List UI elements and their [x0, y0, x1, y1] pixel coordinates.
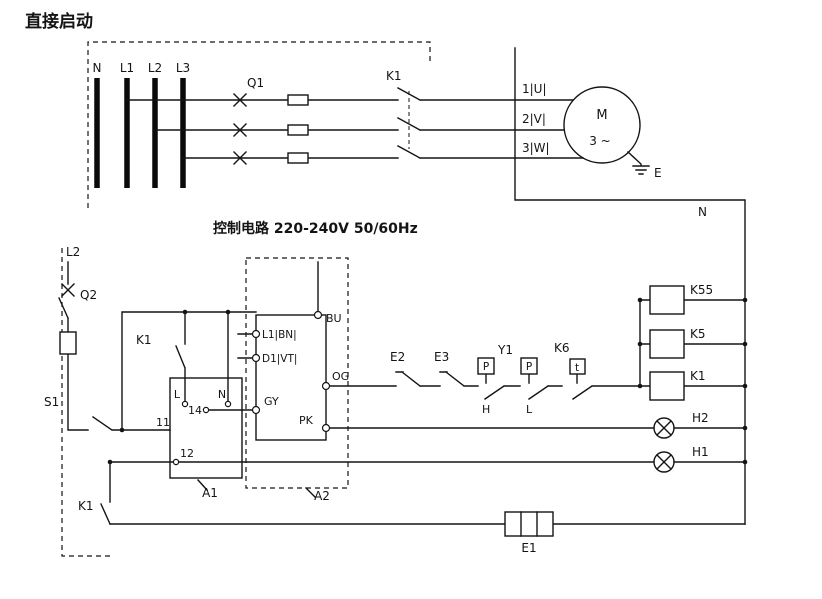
enclosure-a2-dashed: [245, 257, 349, 489]
label-e2: E2: [390, 350, 405, 364]
supply-branch-wires: [58, 261, 171, 431]
label-l-level: L: [526, 403, 533, 416]
label-terminal-w: 3|W|: [522, 141, 550, 155]
label-terminal-v: 2|V|: [522, 112, 546, 126]
terminal-gy: [251, 405, 261, 415]
terminal-12: [172, 458, 180, 466]
a1-terminals: [172, 400, 232, 466]
relay-coil-k55: [649, 285, 685, 315]
control-heading: 控制电路 220-240V 50/60Hz: [213, 220, 418, 237]
terminal-og: [321, 381, 331, 391]
lamp-h2: [653, 417, 675, 439]
label-bus-n: N: [93, 61, 102, 75]
label-k1-latch: K1: [78, 499, 94, 513]
label-a1-l: L: [174, 388, 181, 401]
label-a1-12: 12: [180, 447, 194, 460]
label-neutral: N: [698, 205, 707, 219]
motor-symbol: [563, 86, 641, 164]
label-a2: A2: [314, 489, 330, 503]
unit-a2-module: [255, 314, 327, 441]
label-a1: A1: [202, 486, 218, 500]
earth-symbol: [627, 151, 650, 175]
label-a2-vt: D1|VT|: [262, 353, 297, 365]
a1-feed-wires: [121, 311, 257, 431]
label-a1-n: N: [218, 388, 226, 401]
bus-bars: [94, 78, 186, 188]
unit-a1-box: [169, 377, 243, 479]
relay-coil-k5: [649, 329, 685, 359]
label-p1: P: [483, 361, 489, 373]
label-p2: P: [526, 361, 532, 373]
lamp-h1: [653, 451, 675, 473]
overload-element-1: [287, 94, 309, 106]
label-motor-m: M: [596, 108, 607, 123]
label-a2-gy: GY: [264, 395, 279, 408]
label-a2-bu: BU: [326, 312, 342, 325]
heater-e1-dividers: [520, 511, 538, 537]
label-bus-l3: L3: [176, 61, 190, 75]
label-motor-phase: 3 ~: [589, 134, 611, 148]
label-h2: H2: [692, 411, 709, 425]
page-title: 直接启动: [25, 11, 93, 32]
label-k1-main: K1: [386, 69, 402, 83]
label-a2-pk: PK: [299, 414, 314, 427]
phase-wire-2: [154, 117, 565, 131]
label-q2: Q2: [80, 288, 97, 302]
terminal-bn: [251, 329, 261, 339]
overload-element-2: [287, 124, 309, 136]
label-q1: Q1: [247, 76, 264, 90]
label-a2-og: OG: [332, 370, 349, 383]
label-k5: K5: [690, 327, 706, 341]
pressure-box-h: [477, 357, 495, 375]
neutral-wire: [514, 47, 746, 525]
terminal-vt: [251, 353, 261, 363]
label-k1-coil: K1: [690, 369, 706, 383]
label-e1: E1: [521, 541, 536, 555]
label-bus-l1: L1: [120, 61, 134, 75]
a2-terminals: [251, 310, 331, 433]
label-k1-aux: K1: [136, 333, 152, 347]
label-a2-bn: L1|BN|: [262, 329, 297, 341]
label-a1-14: 14: [188, 404, 202, 417]
label-h-level: H: [482, 403, 490, 416]
label-bus-l2: L2: [148, 61, 162, 75]
time-box-k6: [569, 358, 586, 375]
lamp-cross-icons: [656, 420, 672, 470]
terminal-bu: [313, 310, 323, 320]
overload-element-3: [287, 152, 309, 164]
terminal-14: [202, 406, 210, 414]
control-fuse: [59, 331, 77, 355]
label-a1-11: 11: [156, 416, 170, 429]
terminal-pk: [321, 423, 331, 433]
label-h1: H1: [692, 445, 709, 459]
pressure-box-l: [520, 357, 538, 375]
terminal-n: [224, 400, 232, 408]
label-k55: K55: [690, 283, 713, 297]
label-t: t: [575, 362, 579, 374]
label-s1: S1: [44, 395, 59, 409]
label-e3: E3: [434, 350, 449, 364]
relay-coil-k1: [649, 371, 685, 401]
label-leaders: [197, 479, 316, 498]
terminal-l: [181, 400, 189, 408]
label-earth: E: [654, 166, 662, 180]
label-y1: Y1: [497, 343, 513, 357]
control-wires: [100, 261, 746, 525]
phase-wire-1: [126, 87, 574, 101]
label-l2-supply: L2: [66, 245, 80, 259]
breaker-q1-contacts: [233, 93, 247, 165]
junction-dots: [107, 297, 748, 465]
label-terminal-u: 1|U|: [522, 82, 547, 96]
label-k6: K6: [554, 341, 570, 355]
enclosure-power-dashed: [87, 41, 431, 208]
heater-e1-box: [504, 511, 554, 537]
